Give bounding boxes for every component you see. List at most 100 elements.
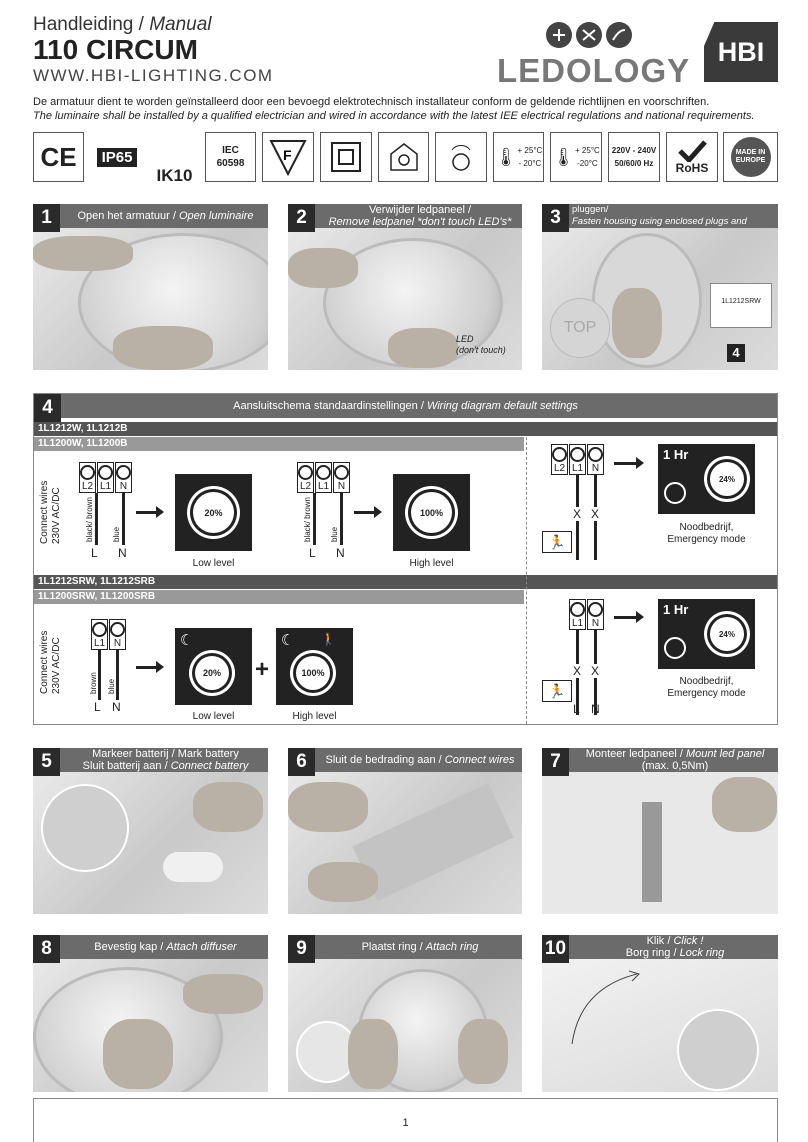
step-8-heading: Bevestig kap / Attach diffuser bbox=[33, 935, 268, 959]
wire-label-blackbrown: black/ brown bbox=[85, 497, 94, 542]
temp2-hi: + 25°C bbox=[575, 146, 600, 155]
step-10-en: Click ! bbox=[673, 935, 704, 947]
em-x-2: X bbox=[591, 507, 600, 521]
model-bar-1: 1L1212W, 1L1212B bbox=[34, 422, 777, 436]
em-label-n: N bbox=[591, 702, 600, 716]
model-bar-4: 1L1200SRW, 1L1200SRB bbox=[34, 590, 524, 604]
step-10-nl: Klik / bbox=[646, 935, 671, 947]
step-7-nl: Monteer ledpaneel / bbox=[585, 748, 683, 760]
wire-label-blackbrown-b: black/ brown bbox=[303, 497, 312, 542]
sun-icon: 24% bbox=[710, 617, 744, 651]
double-square-icon bbox=[331, 142, 361, 172]
ik10-badge: IK10 bbox=[156, 166, 193, 185]
class2-mark bbox=[320, 132, 372, 182]
hand-top bbox=[33, 236, 133, 271]
hand-install bbox=[612, 288, 662, 358]
ring-zoom bbox=[296, 1021, 358, 1083]
step-1-photo bbox=[33, 228, 268, 370]
step-7-heading: Monteer ledpaneel / Mount led panel(max.… bbox=[542, 748, 778, 772]
em-terminal-n: N bbox=[587, 444, 604, 475]
step-4-number: 4 bbox=[34, 394, 61, 422]
svg-text:F: F bbox=[283, 147, 292, 163]
ledology-logo: LEDOLOGY bbox=[497, 52, 691, 89]
ip65-badge: IP65 bbox=[91, 132, 143, 182]
label-n-b: N bbox=[336, 546, 345, 560]
low-level-label-2: Low level bbox=[192, 711, 235, 722]
step-2-heading: Verwijder ledpaneel /Remove ledpanel *do… bbox=[288, 204, 522, 228]
clock-icon bbox=[664, 637, 686, 659]
emergency-nl: Noodbedrijf, bbox=[679, 522, 734, 533]
terminal-l2-b: L2 bbox=[297, 462, 314, 493]
em-terminal-n-2: N bbox=[587, 599, 604, 630]
terminal-n-b: N bbox=[333, 462, 350, 493]
moon-icon: ☾ bbox=[180, 632, 194, 649]
step-1-panel: 1 Open het armatuur / Open luminaire bbox=[33, 204, 268, 370]
em-label-l: L bbox=[573, 702, 580, 716]
wire-l-b bbox=[313, 493, 316, 545]
step-3-nl: Bevestig huis met bijgeleverde schroeven… bbox=[572, 204, 609, 215]
f-mark: F bbox=[262, 132, 314, 182]
em-x-1: X bbox=[573, 507, 582, 521]
step-7-panel: 7 Monteer ledpaneel / Mount led panel(ma… bbox=[542, 748, 778, 914]
connect-1-line2: 230V AC/DC bbox=[51, 487, 62, 544]
luminaire-mark bbox=[378, 132, 429, 182]
step-8-panel: 8 Bevestig kap / Attach diffuser bbox=[33, 935, 268, 1092]
step-8-en: Attach diffuser bbox=[166, 941, 237, 953]
high-level-box: 100% bbox=[393, 474, 470, 551]
wire-label-blue: blue bbox=[112, 526, 121, 542]
intro-en: The luminaire shall be installed by a qu… bbox=[33, 110, 755, 122]
motion-sensor-icon: 🚶 bbox=[321, 632, 336, 646]
step-1-en: Open luminaire bbox=[178, 210, 254, 222]
terminal-l2: L2 bbox=[79, 462, 96, 493]
sun-icon: 20% bbox=[195, 656, 229, 690]
step-7-number: 7 bbox=[542, 748, 569, 776]
emergency-en: Emergency mode bbox=[667, 534, 746, 545]
step-9-photo bbox=[288, 959, 522, 1092]
high-level-box-2: ☾🚶100% bbox=[276, 628, 353, 705]
low-level-label: Low level bbox=[192, 558, 235, 569]
rohs-badge: RoHS bbox=[666, 132, 718, 182]
footer: 1 bbox=[33, 1098, 778, 1142]
emergency-box-2: 1 Hr 24% bbox=[658, 599, 755, 669]
wiring-title-nl: Aansluitschema standaardinstellingen / bbox=[233, 400, 424, 412]
rohs-label: RoHS bbox=[675, 160, 709, 175]
step-8-number: 8 bbox=[33, 935, 60, 963]
step-7-photo bbox=[542, 772, 778, 914]
high-level-label: High level bbox=[409, 558, 454, 569]
step-2-panel: 2 Verwijder ledpaneel /Remove ledpanel *… bbox=[288, 204, 522, 370]
arrow-right-icon bbox=[136, 661, 164, 673]
connect-2-line1: Connect wires bbox=[39, 630, 50, 694]
step-1-nl: Open het armatuur / bbox=[77, 210, 176, 222]
wire-n-b bbox=[340, 493, 343, 545]
hand-right bbox=[458, 1019, 508, 1084]
manual-title: Handleiding / Manual bbox=[33, 14, 212, 36]
emergency-en-2: Emergency mode bbox=[667, 688, 746, 699]
ledology-icons bbox=[545, 20, 635, 50]
step-3-photo: TOP 1L1212SRW 4 bbox=[542, 228, 778, 370]
certification-row: CE IP65 IK10 IEC 60598 F 🌡+ 25°C- 20°C 🌡… bbox=[33, 132, 778, 185]
moon-icon: ☾ bbox=[281, 632, 295, 649]
hand-screwdriver bbox=[712, 777, 777, 832]
lock-zoom bbox=[677, 1009, 759, 1091]
step-6-panel: 6 Sluit de bedrading aan / Connect wires bbox=[288, 748, 522, 914]
product-label: 1L1212SRW bbox=[710, 283, 772, 328]
step-3-number: 3 bbox=[542, 204, 569, 232]
low-level-box: 20% bbox=[175, 474, 252, 551]
step-6-photo bbox=[288, 772, 522, 914]
curved-arrow-icon bbox=[571, 970, 640, 1045]
hand-right bbox=[308, 862, 378, 902]
step-10-photo bbox=[542, 959, 778, 1092]
led-callout: LED(don't touch) bbox=[456, 334, 506, 356]
step-9-en: Attach ring bbox=[425, 941, 479, 953]
step-8-photo bbox=[33, 959, 268, 1092]
website[interactable]: WWW.HBI-LIGHTING.COM bbox=[33, 66, 274, 85]
step-6-number: 6 bbox=[288, 748, 315, 776]
terminal-l1: L1 bbox=[97, 462, 114, 493]
low-level-box-2: ☾20% bbox=[175, 628, 252, 705]
label-l-c: L bbox=[94, 700, 101, 714]
hand-bottom bbox=[103, 1019, 173, 1089]
step-9-panel: 9 Plaatst ring / Attach ring bbox=[288, 935, 522, 1092]
step-10-panel: 10 Klik / Click !Borg ring / Lock ring bbox=[542, 935, 778, 1092]
ip65-label: IP65 bbox=[96, 147, 138, 167]
